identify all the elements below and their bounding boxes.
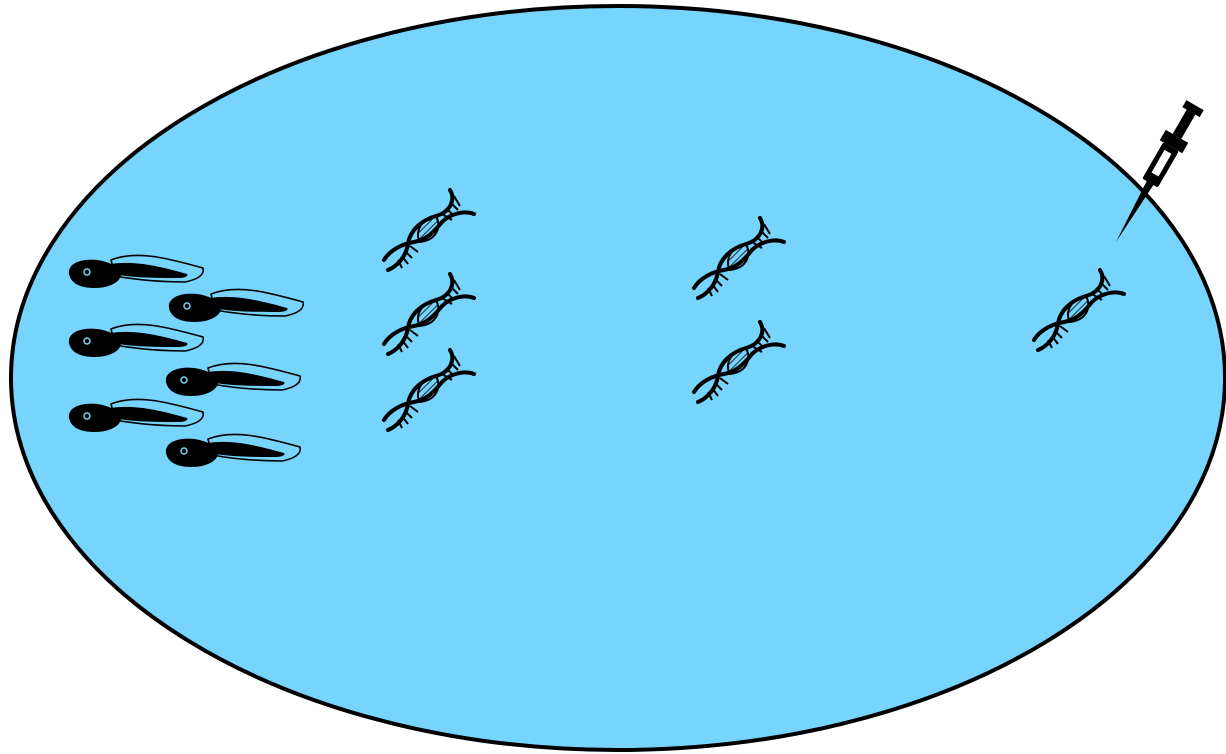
diagram-canvas bbox=[0, 0, 1226, 754]
